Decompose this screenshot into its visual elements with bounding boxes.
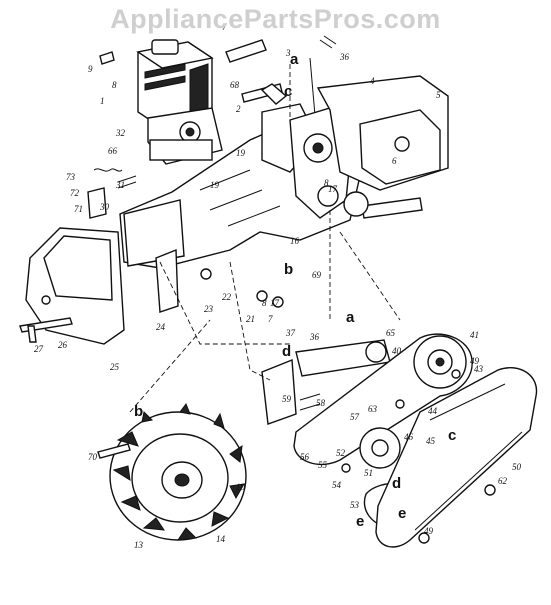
part-number-label: 40	[392, 346, 402, 356]
front-shield	[19, 227, 125, 345]
part-number-label: 26	[58, 340, 68, 350]
part-number-label: 73	[66, 172, 76, 182]
part-number-label: 53	[350, 500, 360, 510]
part-number-label: 25	[110, 362, 120, 372]
part-number-label: 46	[404, 432, 414, 442]
part-number-label: 45	[426, 436, 436, 446]
part-number-label: 63	[368, 404, 378, 414]
part-number-label: 2	[236, 104, 241, 114]
connection-letter: c	[284, 83, 292, 100]
tine-housing	[119, 103, 361, 313]
part-number-label: 9	[88, 64, 93, 74]
part-number-label: 8	[324, 178, 329, 188]
part-number-label: 27	[34, 344, 44, 354]
part-number-label: 72	[70, 188, 80, 198]
part-number-label: 71	[74, 204, 83, 214]
part-number-label: 41	[470, 330, 479, 340]
part-number-label: 36	[309, 332, 320, 342]
connection-letter: d	[282, 343, 291, 360]
part-number-label: 24	[156, 322, 166, 332]
bracket-shaft	[261, 339, 391, 425]
part-number-label: 7	[268, 314, 273, 324]
part-number-label: 50	[512, 462, 522, 472]
part-number-label: 21	[246, 314, 255, 324]
fasteners	[27, 51, 496, 544]
part-number-label: 16	[290, 236, 300, 246]
part-number-label: 30	[99, 202, 110, 212]
connection-letter: b	[284, 261, 293, 278]
part-number-label: 32	[115, 128, 126, 138]
part-number-label: 1	[100, 96, 105, 106]
part-number-label: 55	[318, 460, 328, 470]
connection-letter: e	[398, 505, 406, 522]
belt-cover	[375, 367, 538, 548]
part-number-label: 22	[222, 292, 232, 302]
part-number-label: 70	[88, 452, 98, 462]
part-number-label: 19	[210, 180, 220, 190]
part-number-label: 10	[236, 482, 246, 492]
part-number-label: 57	[350, 412, 360, 422]
part-number-label: 68	[230, 80, 240, 90]
engine	[136, 39, 223, 165]
part-number-label: 13	[134, 540, 144, 550]
part-number-label: 19	[236, 148, 246, 158]
connection-letter: e	[356, 513, 364, 530]
part-number-label: 6	[392, 156, 397, 166]
part-number-label: 49	[424, 526, 434, 536]
connector-lines	[129, 64, 401, 413]
part-number-label: 59	[282, 394, 292, 404]
part-number-label: 8	[112, 80, 117, 90]
part-number-label: 3	[285, 48, 291, 58]
part-number-label: 23	[204, 304, 214, 314]
part-number-label: 58	[316, 398, 326, 408]
part-number-label: 17	[270, 298, 280, 308]
part-number-label: 31	[115, 180, 125, 190]
connection-letter: b	[134, 403, 143, 420]
part-number-label: 4	[370, 76, 375, 86]
connection-letter: a	[346, 309, 355, 326]
part-number-label: 62	[498, 476, 508, 486]
part-number-label: 65	[386, 328, 396, 338]
handle-parts	[225, 35, 337, 151]
part-number-label: 54	[332, 480, 342, 490]
part-number-label: 7	[222, 22, 227, 32]
frame-plate	[316, 75, 449, 219]
connection-letter: c	[448, 427, 456, 444]
part-number-label: 44	[428, 406, 438, 416]
part-number-label: 51	[364, 468, 373, 478]
part-number-label: 69	[312, 270, 322, 280]
part-number-label: 14	[216, 534, 226, 544]
wheel	[97, 402, 247, 541]
part-number-label: 37	[285, 328, 296, 338]
connection-letter: d	[392, 475, 401, 492]
part-number-label: 43	[474, 364, 484, 374]
part-number-label: 17	[328, 184, 338, 194]
part-number-label: 56	[300, 452, 310, 462]
watermark: AppliancePartsPros.com	[110, 4, 441, 34]
connection-letter: a	[290, 51, 299, 68]
part-labels: 1234567788891013141617171919212223242526…	[34, 22, 522, 550]
part-number-label: 49	[470, 356, 480, 366]
part-number-label: 8	[262, 298, 267, 308]
part-number-label: 66	[108, 146, 118, 156]
part-number-label: 52	[336, 448, 346, 458]
part-number-label: 5	[436, 90, 441, 100]
part-number-label: 36	[339, 52, 350, 62]
